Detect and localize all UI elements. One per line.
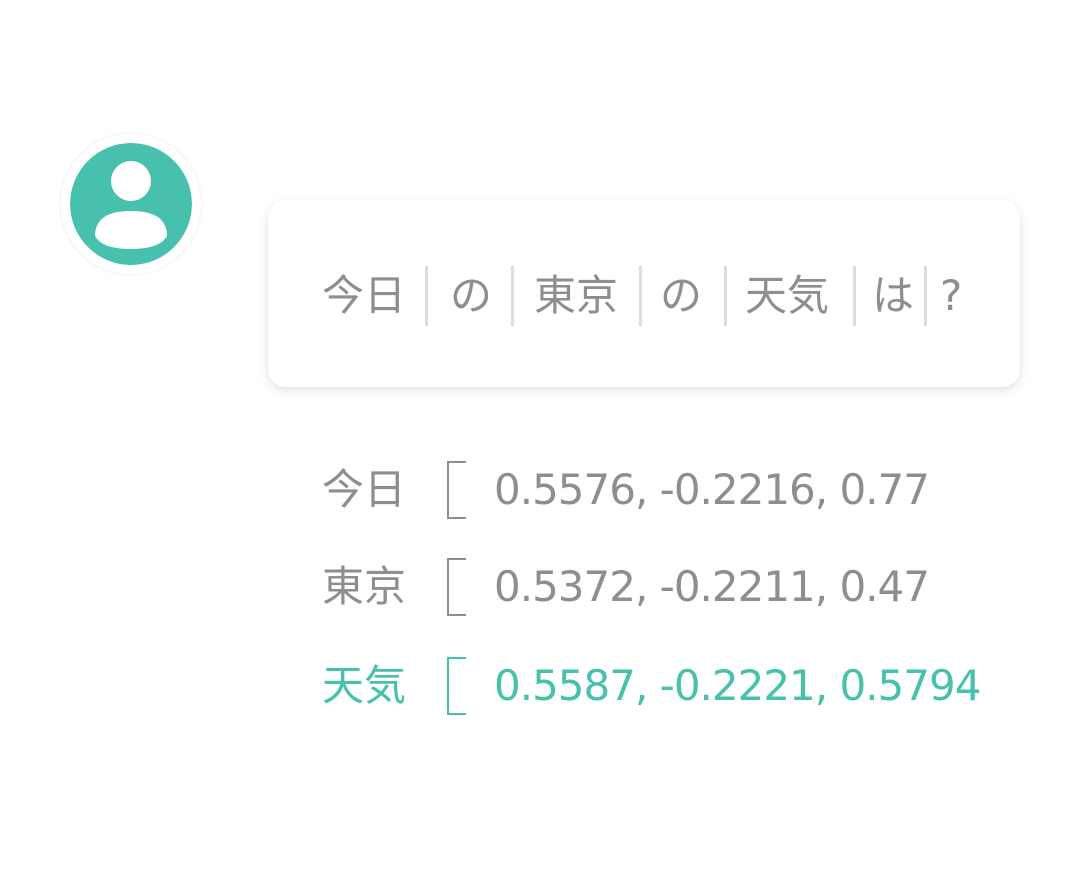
token: の bbox=[660, 271, 703, 320]
embedding-row-highlighted: 天気 0.5587, -0.2221, 0.5794 bbox=[322, 651, 1042, 721]
embedding-row: 今日 0.5576, -0.2216, 0.77 bbox=[322, 455, 1042, 525]
embedding-word: 天気 bbox=[322, 661, 407, 710]
token-separator bbox=[924, 266, 927, 326]
token: ? bbox=[940, 271, 963, 320]
embedding-row: 東京 0.5372, -0.2211, 0.47 bbox=[322, 552, 1042, 622]
embedding-word: 今日 bbox=[322, 465, 407, 514]
token: の bbox=[450, 271, 493, 320]
avatar bbox=[61, 134, 201, 274]
token-separator bbox=[511, 266, 514, 326]
token-separator bbox=[724, 266, 727, 326]
embedding-values: 0.5587, -0.2221, 0.5794 bbox=[494, 661, 981, 710]
chat-bubble: 今日 の 東京 の 天気 は ? bbox=[268, 200, 1020, 387]
embedding-values: 0.5576, -0.2216, 0.77 bbox=[494, 465, 930, 514]
bracket-icon bbox=[447, 461, 466, 519]
token: 東京 bbox=[534, 271, 619, 320]
token: 今日 bbox=[322, 271, 407, 320]
bracket-icon bbox=[447, 657, 466, 715]
token: は bbox=[872, 271, 915, 320]
embedding-values: 0.5372, -0.2211, 0.47 bbox=[494, 562, 930, 611]
bracket-icon bbox=[447, 558, 466, 616]
token: 天気 bbox=[745, 271, 830, 320]
user-avatar-icon bbox=[70, 143, 192, 265]
token-separator bbox=[853, 266, 856, 326]
token-separator bbox=[425, 266, 428, 326]
embedding-word: 東京 bbox=[322, 562, 407, 611]
token-list: 今日 の 東京 の 天気 は ? bbox=[268, 200, 1020, 387]
token-separator bbox=[639, 266, 642, 326]
